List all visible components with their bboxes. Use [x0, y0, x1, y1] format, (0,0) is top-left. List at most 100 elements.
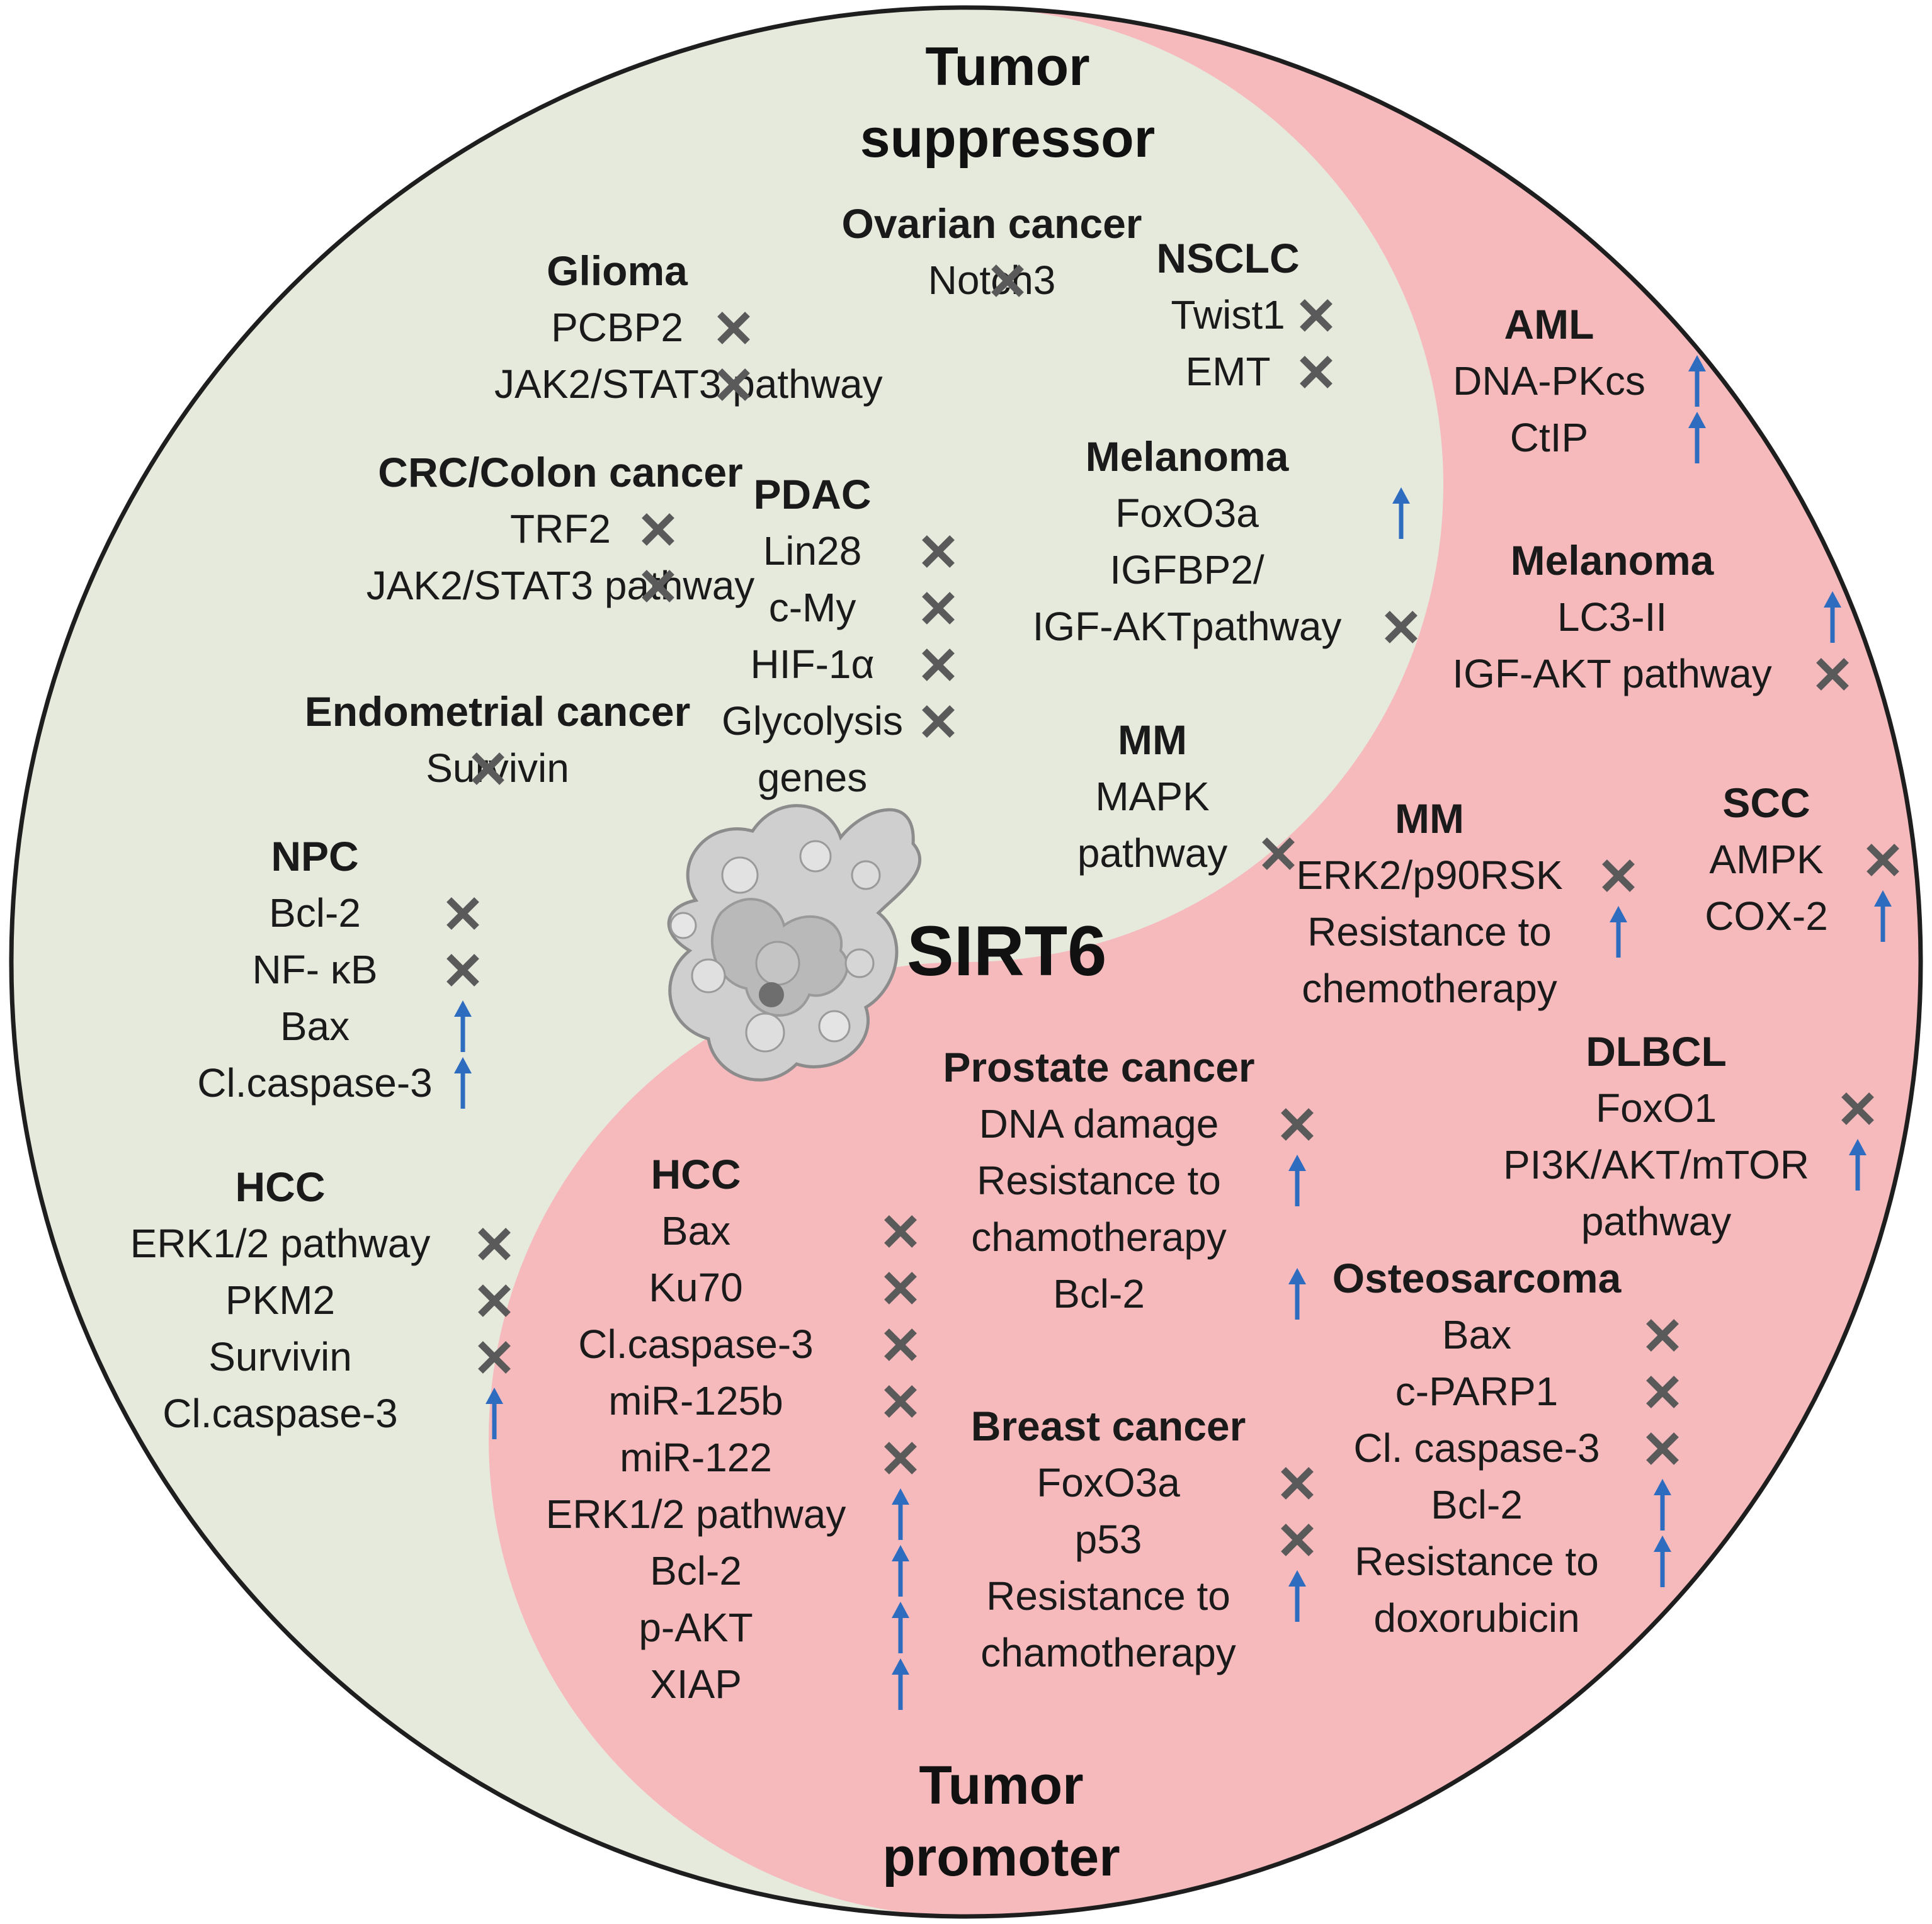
list-item: DNA damage: [919, 1095, 1322, 1152]
list-item: IGF-AKTpathway: [998, 598, 1439, 655]
cross-icon: [875, 1259, 926, 1316]
up-arrow-icon: [438, 998, 488, 1055]
cross-icon: [982, 252, 1033, 308]
list-item: Bcl-2: [1316, 1476, 1688, 1533]
list-item: chemotherapy: [1266, 960, 1662, 1017]
cross-icon: [1253, 825, 1304, 881]
item-label: PKM2: [225, 1277, 336, 1323]
item-label: doxorubicin: [1373, 1595, 1580, 1641]
item-label: NF- κB: [252, 947, 378, 992]
item-label: XIAP: [650, 1661, 742, 1707]
cross-icon: [1637, 1363, 1688, 1420]
list-item: Notch3: [712, 252, 1064, 308]
item-label: p53: [1074, 1517, 1142, 1562]
cross-icon: [1272, 1454, 1322, 1511]
list-item: chamotherapy: [945, 1624, 1322, 1681]
list-item: Cl. caspase-3: [1316, 1420, 1688, 1476]
item-label: MAPK: [1095, 774, 1210, 819]
list-item: Bcl-2: [164, 885, 491, 941]
list-item: FoxO3a: [998, 485, 1439, 541]
item-label: ERK1/2 pathway: [545, 1491, 846, 1537]
up-arrow-icon: [1672, 409, 1722, 466]
cross-icon: [708, 356, 759, 412]
item-label: Survivin: [208, 1334, 352, 1379]
item-label: genes: [757, 755, 868, 800]
cross-icon: [1272, 1095, 1322, 1152]
item-label: p-AKT: [639, 1605, 753, 1650]
item-label: Resistance to: [1355, 1539, 1599, 1584]
cross-icon: [913, 636, 963, 693]
item-label: Resistance to: [986, 1573, 1230, 1619]
list-item: Cl.caspase-3: [516, 1316, 932, 1372]
cross-icon: [469, 1215, 520, 1272]
group-title: SCC: [1722, 779, 1810, 826]
promoter-region: [489, 8, 1921, 1916]
group-title: AML: [1504, 301, 1594, 348]
cross-icon: [463, 740, 513, 796]
suppressor-label-line1: Tumor: [925, 37, 1090, 97]
group-title: DLBCL: [1586, 1028, 1727, 1075]
list-item: AMPK: [1675, 831, 1908, 888]
up-arrow-icon: [1272, 1568, 1322, 1624]
item-label: c-My: [768, 585, 856, 630]
list-item: Resistance to: [1266, 903, 1662, 960]
group-title: NSCLC: [1156, 235, 1300, 281]
up-arrow-icon: [1593, 903, 1644, 960]
list-item: TRF2: [164, 501, 705, 557]
list-item: COX-2: [1675, 888, 1908, 944]
item-label: FoxO1: [1595, 1085, 1717, 1131]
list-item: Cl.caspase-3: [94, 1385, 523, 1442]
item-label: Cl.caspase-3: [578, 1321, 814, 1367]
list-item: NF- κB: [164, 941, 491, 998]
list-item: Twist1: [1134, 286, 1348, 343]
group-title: Prostate cancer: [943, 1044, 1255, 1090]
up-arrow-icon: [1833, 1136, 1883, 1193]
item-label: Survivin: [426, 745, 569, 791]
list-item: IGFBP2/: [998, 541, 1439, 598]
up-arrow-icon: [438, 1055, 488, 1111]
list-item: miR-125b: [516, 1372, 932, 1429]
list-item: Bax: [1316, 1306, 1688, 1363]
cross-icon: [708, 299, 759, 356]
promoter-label: Tumor promoter: [831, 1750, 1171, 1893]
item-label: Resistance to: [1307, 909, 1552, 954]
item-label: IGF-AKT pathway: [1452, 651, 1772, 696]
item-label: chemotherapy: [1302, 966, 1557, 1011]
item-label: FoxO3a: [1037, 1460, 1180, 1505]
group-title: Breast cancer: [970, 1403, 1246, 1449]
protein-structure-icon: [667, 804, 922, 1082]
cross-icon: [875, 1316, 926, 1372]
item-label: Cl.caspase-3: [197, 1060, 433, 1106]
group-title: CRC/Colon cancer: [378, 449, 743, 495]
cross-icon: [1637, 1420, 1688, 1476]
list-item: c-My: [699, 579, 976, 636]
group-title: Endometrial cancer: [304, 688, 691, 735]
up-arrow-icon: [1807, 589, 1858, 645]
item-label: pathway: [1581, 1199, 1732, 1244]
list-item: Bcl-2: [919, 1265, 1322, 1322]
group-title: NPC: [271, 833, 359, 880]
group-title: Glioma: [547, 247, 688, 294]
list-item: p-AKT: [516, 1599, 932, 1656]
up-arrow-icon: [875, 1486, 926, 1542]
item-label: JAK2/STAT3 pathway: [494, 361, 883, 407]
item-label: JAK2/STAT3 pathway: [366, 563, 755, 608]
list-item: EMT: [1134, 343, 1348, 400]
promoter-label-line1: Tumor: [919, 1755, 1084, 1816]
group-title: Ovarian cancer: [841, 200, 1142, 247]
list-item: genes: [699, 749, 976, 806]
item-label: c-PARP1: [1395, 1369, 1559, 1414]
list-item: JAK2/STAT3 pathway: [246, 356, 883, 412]
list-item: XIAP: [516, 1656, 932, 1712]
item-label: Resistance to: [977, 1158, 1221, 1203]
item-label: IGFBP2/: [1110, 547, 1264, 592]
item-label: TRF2: [510, 506, 611, 552]
cross-icon: [633, 501, 683, 557]
suppressor-label: Tumor suppressor: [838, 31, 1178, 174]
